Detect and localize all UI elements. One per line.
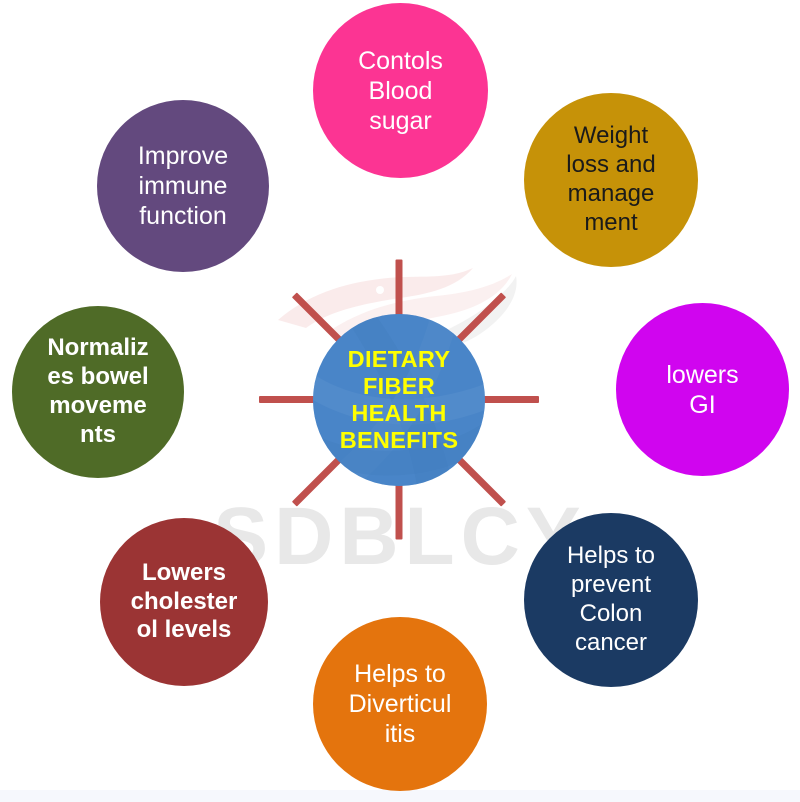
node-lowers-gi[interactable]: lowers GI [616,303,789,476]
node-weight-loss-label: Weight loss and manage ment [566,122,656,236]
node-lowers-gi-label: lowers GI [666,360,739,419]
node-bowel-movements-label: Normaliz es bowel moveme nts [47,334,149,448]
node-cholesterol-label: Lowers cholester ol levels [130,558,238,644]
node-bowel-movements[interactable]: Normaliz es bowel moveme nts [12,306,184,478]
center-hub-node[interactable]: DIETARY FIBER HEALTH BENEFITS [313,314,485,486]
node-blood-sugar[interactable]: Contols Blood sugar [313,3,488,178]
node-diverticulitis[interactable]: Helps to Diverticul itis [313,617,487,791]
bottom-strip [0,790,800,802]
center-hub-label: DIETARY FIBER HEALTH BENEFITS [339,346,459,453]
node-colon-cancer-label: Helps to prevent Colon cancer [566,542,656,656]
node-diverticulitis-label: Helps to Diverticul itis [348,660,452,748]
globe-icon [313,314,485,486]
node-immune-function[interactable]: Improve immune function [97,100,269,272]
node-colon-cancer[interactable]: Helps to prevent Colon cancer [524,513,698,687]
node-blood-sugar-label: Contols Blood sugar [358,46,443,135]
node-cholesterol[interactable]: Lowers cholester ol levels [100,518,268,686]
node-immune-function-label: Improve immune function [137,142,229,230]
node-weight-loss[interactable]: Weight loss and manage ment [524,93,698,267]
